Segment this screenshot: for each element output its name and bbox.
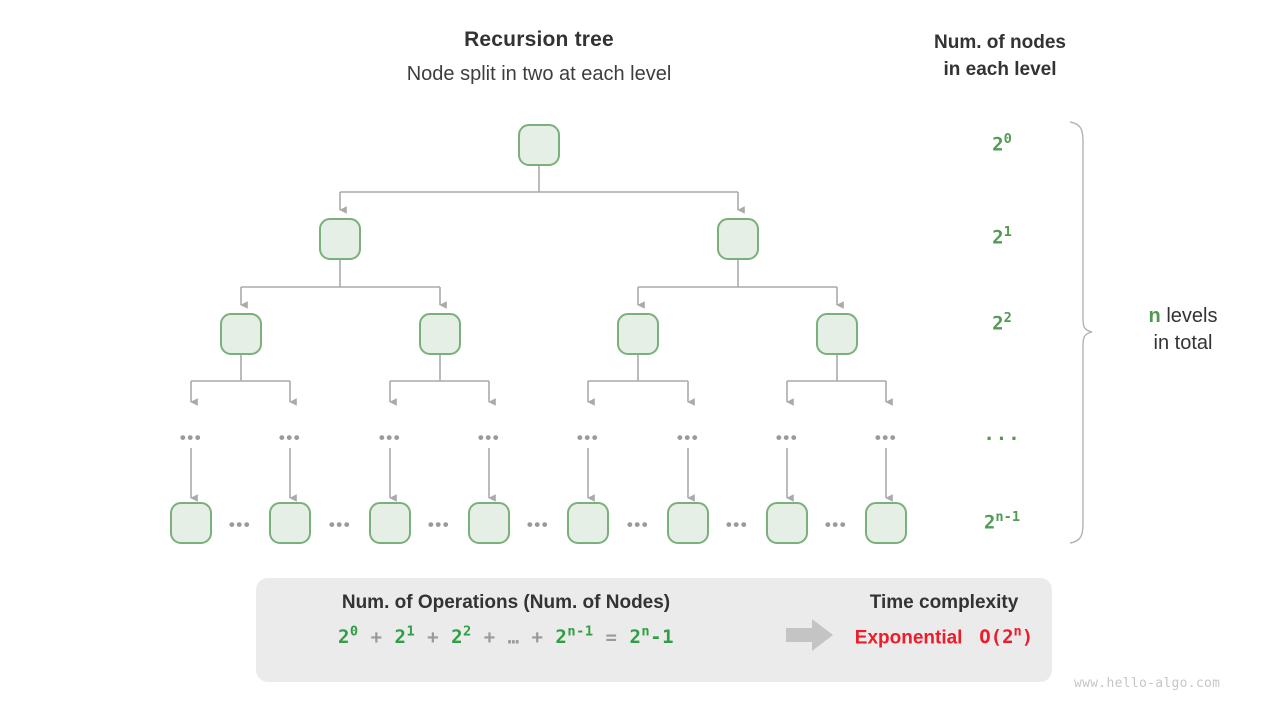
tree-nodes <box>170 124 907 544</box>
level-count-exponent: n-1 <box>995 509 1021 525</box>
tree-node <box>567 502 609 544</box>
level-count-base: 2 <box>992 312 1004 335</box>
page-subtitle: Node split in two at each level <box>406 63 672 85</box>
formula-equals: = <box>605 626 618 649</box>
levels-brace <box>1069 121 1093 544</box>
complexity-value: Exponential O(2n) <box>836 624 1052 649</box>
ellipsis-between-nodes: ••• <box>228 515 252 534</box>
level-count-exponent: 2 <box>1003 310 1012 326</box>
tree-node <box>369 502 411 544</box>
tree-node <box>468 502 510 544</box>
ellipsis-between-nodes: ••• <box>427 515 451 534</box>
tree-connectors <box>190 166 893 502</box>
ellipsis-node: ••• <box>576 428 600 447</box>
tree-node <box>865 502 907 544</box>
formula-plus: + <box>370 626 383 649</box>
formula-result: 2n-1 <box>629 624 675 649</box>
formula-plus: + <box>427 626 440 649</box>
ellipsis-node: ••• <box>676 428 700 447</box>
complexity-name: Exponential <box>854 627 963 649</box>
node-count-heading-line1: Num. of nodes <box>934 32 1066 53</box>
ellipsis-node: ••• <box>378 428 402 447</box>
tree-node <box>269 502 311 544</box>
node-count-heading-line2: in each level <box>943 59 1057 80</box>
formula-term-last: 2n-1 <box>555 624 594 649</box>
tree-node <box>617 313 659 355</box>
levels-text-line1: levels <box>1166 305 1218 327</box>
level-count-ellipsis: ... <box>983 423 1021 445</box>
ellipsis-node: ••• <box>775 428 799 447</box>
summary-panel: Num. of Operations (Num. of Nodes) 20 + … <box>256 578 1052 682</box>
level-count-2: 22 <box>942 310 1062 334</box>
level-count-0: 20 <box>942 131 1062 155</box>
ellipsis-node: ••• <box>477 428 501 447</box>
operations-heading: Num. of Operations (Num. of Nodes) <box>341 592 671 613</box>
ellipsis-between-nodes: ••• <box>328 515 352 534</box>
tree-node <box>419 313 461 355</box>
operations-section: Num. of Operations (Num. of Nodes) 20 + … <box>256 592 756 648</box>
ellipsis-node: ••• <box>874 428 898 447</box>
levels-text-line2: in total <box>1153 332 1213 354</box>
level-count-base: 2 <box>992 133 1004 156</box>
complexity-section: Time complexity Exponential O(2n) <box>836 592 1052 649</box>
complexity-notation: O(2n) <box>967 624 1034 649</box>
level-count-exponent: 0 <box>1003 131 1012 147</box>
formula-term-1: 21 <box>394 624 416 649</box>
formula-term-2: 22 <box>451 624 472 649</box>
level-count-1: 21 <box>942 224 1062 248</box>
tree-node <box>816 313 858 355</box>
ellipsis-node: ••• <box>179 428 203 447</box>
formula-term-0: 20 <box>337 624 359 649</box>
ellipsis-node: ••• <box>278 428 302 447</box>
ellipsis-between-nodes: ••• <box>824 515 848 534</box>
ellipsis-between-nodes: ••• <box>526 515 550 534</box>
levels-total-annotation: n levels in total <box>1108 303 1258 357</box>
right-arrow-icon <box>786 618 834 657</box>
level-count-last: 2n-1 <box>942 509 1062 533</box>
tree-node <box>518 124 560 166</box>
ellipsis-between-nodes: ••• <box>626 515 650 534</box>
levels-variable: n <box>1148 305 1161 327</box>
formula-plus: + <box>531 626 544 649</box>
page-title: Recursion tree <box>464 28 614 51</box>
tree-node <box>667 502 709 544</box>
formula-ellipsis: … <box>507 626 520 649</box>
watermark: www.hello-algo.com <box>1074 676 1221 691</box>
operations-formula: 20 + 21 + 22 + … + 2n-1 = 2n-1 <box>256 624 756 648</box>
level-count-exponent: 1 <box>1003 224 1012 240</box>
tree-node <box>766 502 808 544</box>
formula-plus: + <box>483 626 496 649</box>
tree-node <box>220 313 262 355</box>
ellipsis-between-nodes: ••• <box>725 515 749 534</box>
complexity-heading: Time complexity <box>869 592 1019 613</box>
tree-node <box>319 218 361 260</box>
level-count-base: 2 <box>992 226 1004 249</box>
tree-node <box>170 502 212 544</box>
level-count-base: 2 <box>983 511 996 534</box>
tree-node <box>717 218 759 260</box>
